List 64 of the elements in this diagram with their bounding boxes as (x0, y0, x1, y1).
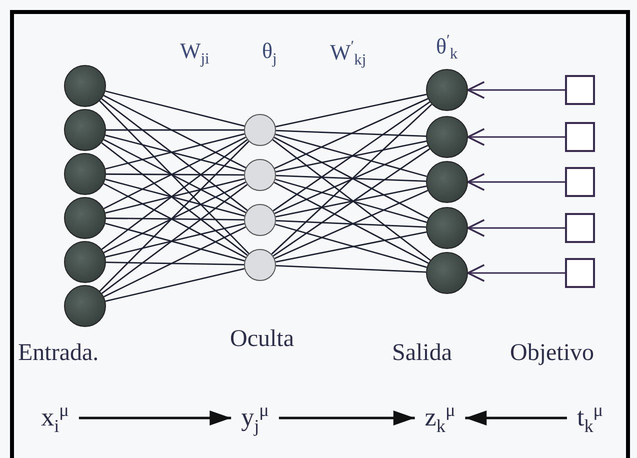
connection-line (101, 184, 248, 294)
input-neuron (64, 197, 106, 239)
connection-line (274, 98, 428, 170)
connection-line (101, 98, 248, 211)
hidden-neuron (244, 204, 276, 236)
arrow (465, 410, 567, 426)
target-square (565, 258, 595, 288)
connection-line (106, 218, 244, 221)
output-neuron (426, 161, 468, 203)
target-square (565, 75, 595, 105)
connection-line (105, 268, 245, 302)
hidden-neuron (244, 249, 276, 281)
input-neuron (64, 153, 106, 195)
connection-line (276, 140, 427, 172)
input-neuron (64, 241, 106, 283)
weight-label: W$_{ji}$ (180, 38, 210, 68)
connection-line (106, 129, 244, 131)
arrow (467, 128, 565, 146)
input-neuron (64, 65, 106, 107)
layer-label: Oculta (230, 326, 294, 353)
connection-line (105, 90, 245, 127)
arrow (467, 219, 565, 237)
hidden-neuron (244, 159, 276, 191)
output-neuron (426, 69, 468, 111)
output-neuron (426, 116, 468, 158)
connection-line (275, 178, 427, 223)
arrow (78, 410, 232, 426)
output-neuron (426, 207, 468, 249)
arrow (467, 264, 565, 282)
connection-line (274, 182, 429, 264)
hidden-neuron (244, 114, 276, 146)
input-neuron (64, 109, 106, 151)
arrow (278, 410, 415, 426)
bias-label: θ$_{j}$ (262, 38, 277, 68)
connection-line (276, 264, 426, 273)
connection-line (274, 136, 429, 219)
connection-line (271, 104, 432, 255)
target-square (565, 167, 595, 197)
connection-line (99, 100, 250, 254)
connection-line (276, 186, 427, 218)
target-square (565, 213, 595, 243)
layer-label: Entrada. (18, 340, 99, 367)
arrow (467, 173, 565, 191)
input-neuron (64, 285, 106, 327)
target-square (565, 122, 595, 152)
connection-line (104, 226, 246, 298)
connection-line (106, 262, 244, 266)
connection-line (276, 174, 426, 182)
layer-label: Objetivo (510, 340, 594, 367)
connection-line (274, 144, 428, 214)
connection-line (272, 101, 430, 212)
output-neuron (426, 252, 468, 294)
connection-line (275, 134, 427, 178)
connection-line (276, 220, 426, 228)
connection-line (276, 130, 426, 137)
connection-line (276, 231, 427, 263)
layer-label: Salida (392, 340, 452, 367)
connection-line (275, 224, 427, 268)
connection-line (103, 94, 246, 168)
arrow (467, 81, 565, 99)
connection-line (276, 94, 427, 128)
connection-line (99, 140, 250, 292)
connection-line (106, 173, 244, 176)
connection-line (274, 190, 428, 260)
